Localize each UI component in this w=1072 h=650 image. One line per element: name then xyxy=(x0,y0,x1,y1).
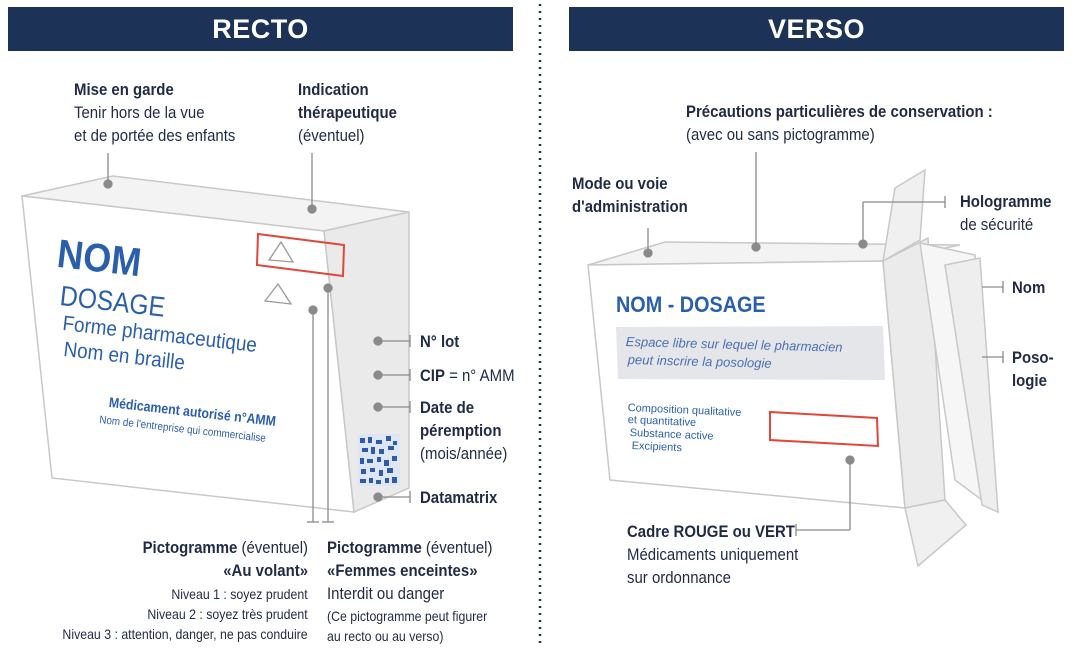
recto-nom: NOM xyxy=(55,232,144,286)
posologie-title2: logie xyxy=(1012,371,1047,390)
niveau2: Niveau 2 : soyez très prudent xyxy=(147,606,308,622)
verso-box xyxy=(587,168,999,568)
mode-title2: d'administration xyxy=(572,197,688,216)
niveau1: Niveau 1 : soyez prudent xyxy=(171,586,308,602)
peremption-sub: (mois/année) xyxy=(420,444,508,463)
verso-compo-line4: Excipients xyxy=(631,440,683,455)
picto-volant-name: «Au volant» xyxy=(223,561,308,580)
peremption-title1: Date de xyxy=(420,398,475,417)
mise-en-garde-line1: Tenir hors de la vue xyxy=(74,103,205,122)
recto-red-frame xyxy=(255,232,346,278)
cip-rest: = n° AMM xyxy=(444,366,515,385)
label-picto-volant-niveaux: Niveau 1 : soyez prudent Niveau 2 : soye… xyxy=(29,584,308,644)
indication-sub: (éventuel) xyxy=(298,126,365,145)
label-datamatrix: Datamatrix xyxy=(420,486,508,509)
niveau3: Niveau 3 : attention, danger, ne pas con… xyxy=(62,626,308,642)
mise-en-garde-line2: et de portée des enfants xyxy=(74,126,236,145)
posologie-area xyxy=(616,326,885,380)
picto-femmes-title: Pictogramme xyxy=(327,538,422,557)
datamatrix-code xyxy=(358,434,400,486)
datamatrix-title: Datamatrix xyxy=(420,488,498,507)
label-cadre: Cadre ROUGE ou VERT Médicaments uniqueme… xyxy=(627,520,822,589)
picto-volant-title-sub: (éventuel) xyxy=(237,538,308,557)
hologramme-title: Hologramme xyxy=(960,192,1052,211)
picto-femmes-name: «Femmes enceintes» xyxy=(327,561,478,580)
posologie-title1: Poso- xyxy=(1012,348,1054,367)
label-precautions: Précautions particulières de conservatio… xyxy=(686,100,1035,146)
picto-femmes-line2: (Ce pictogramme peut figurer xyxy=(327,608,488,624)
label-picto-femmes: Pictogramme (éventuel) «Femmes enceintes… xyxy=(327,536,515,605)
label-hologramme: Hologramme de sécurité xyxy=(960,190,1064,236)
picto-femmes-title-sub: (éventuel) xyxy=(421,538,493,557)
precautions-sub: (avec ou sans pictogramme) xyxy=(686,125,875,144)
label-indication: Indication thérapeutique (éventuel) xyxy=(298,78,410,147)
label-mode: Mode ou voie d'administration xyxy=(572,172,704,218)
verso-header: VERSO xyxy=(569,7,1064,51)
label-lot: N° lot xyxy=(420,330,465,353)
indication-title2: thérapeutique xyxy=(298,103,397,122)
picto-volant-title-line: Pictogramme (éventuel) xyxy=(143,536,308,559)
verso-red-frame xyxy=(769,410,880,448)
recto-header: RECTO xyxy=(8,7,513,51)
cadre-line1: Médicaments uniquement xyxy=(627,545,799,564)
label-cip: CIP = n° AMM xyxy=(420,364,527,387)
label-peremption: Date de péremption (mois/année) xyxy=(420,396,519,465)
picto-volant-title: Pictogramme xyxy=(142,538,238,557)
verso-nom-dosage: NOM - DOSAGE xyxy=(616,292,766,317)
verso-connectors xyxy=(643,152,1004,536)
precautions-title: Précautions particulières de conservatio… xyxy=(686,102,993,121)
cip-line: CIP = n° AMM xyxy=(420,364,515,387)
label-nom: Nom xyxy=(1012,276,1050,299)
cip-title: CIP xyxy=(420,366,445,385)
mode-title1: Mode ou voie xyxy=(572,174,668,193)
label-mise-en-garde: Mise en garde Tenir hors de la vue et de… xyxy=(74,78,257,147)
label-picto-femmes-note: (Ce pictogramme peut figurer au recto ou… xyxy=(327,606,509,646)
picto-femmes-title-line: Pictogramme (éventuel) xyxy=(327,536,492,559)
lot-title: N° lot xyxy=(420,332,460,351)
cadre-line2: sur ordonnance xyxy=(627,568,731,587)
recto-connectors xyxy=(103,153,411,523)
cadre-title: Cadre ROUGE ou VERT xyxy=(627,522,795,541)
verso-flap-top xyxy=(882,168,926,263)
pictogram-triangle-bottom xyxy=(263,282,293,305)
picto-femmes-line1: Interdit ou danger xyxy=(327,584,445,603)
verso-flap-bottom xyxy=(904,499,968,568)
pictogram-triangle-top xyxy=(267,240,295,263)
hologramme-sub: de sécurité xyxy=(960,215,1034,234)
mise-en-garde-title: Mise en garde xyxy=(74,80,174,99)
nom-title: Nom xyxy=(1012,278,1046,297)
picto-femmes-line3: au recto ou au verso) xyxy=(327,628,444,644)
label-picto-volant: Pictogramme (éventuel) «Au volant» xyxy=(120,536,308,582)
verso-leaflet xyxy=(944,257,999,514)
peremption-title2: péremption xyxy=(420,421,502,440)
indication-title1: Indication xyxy=(298,80,369,99)
label-posologie: Poso- logie xyxy=(1012,346,1059,392)
